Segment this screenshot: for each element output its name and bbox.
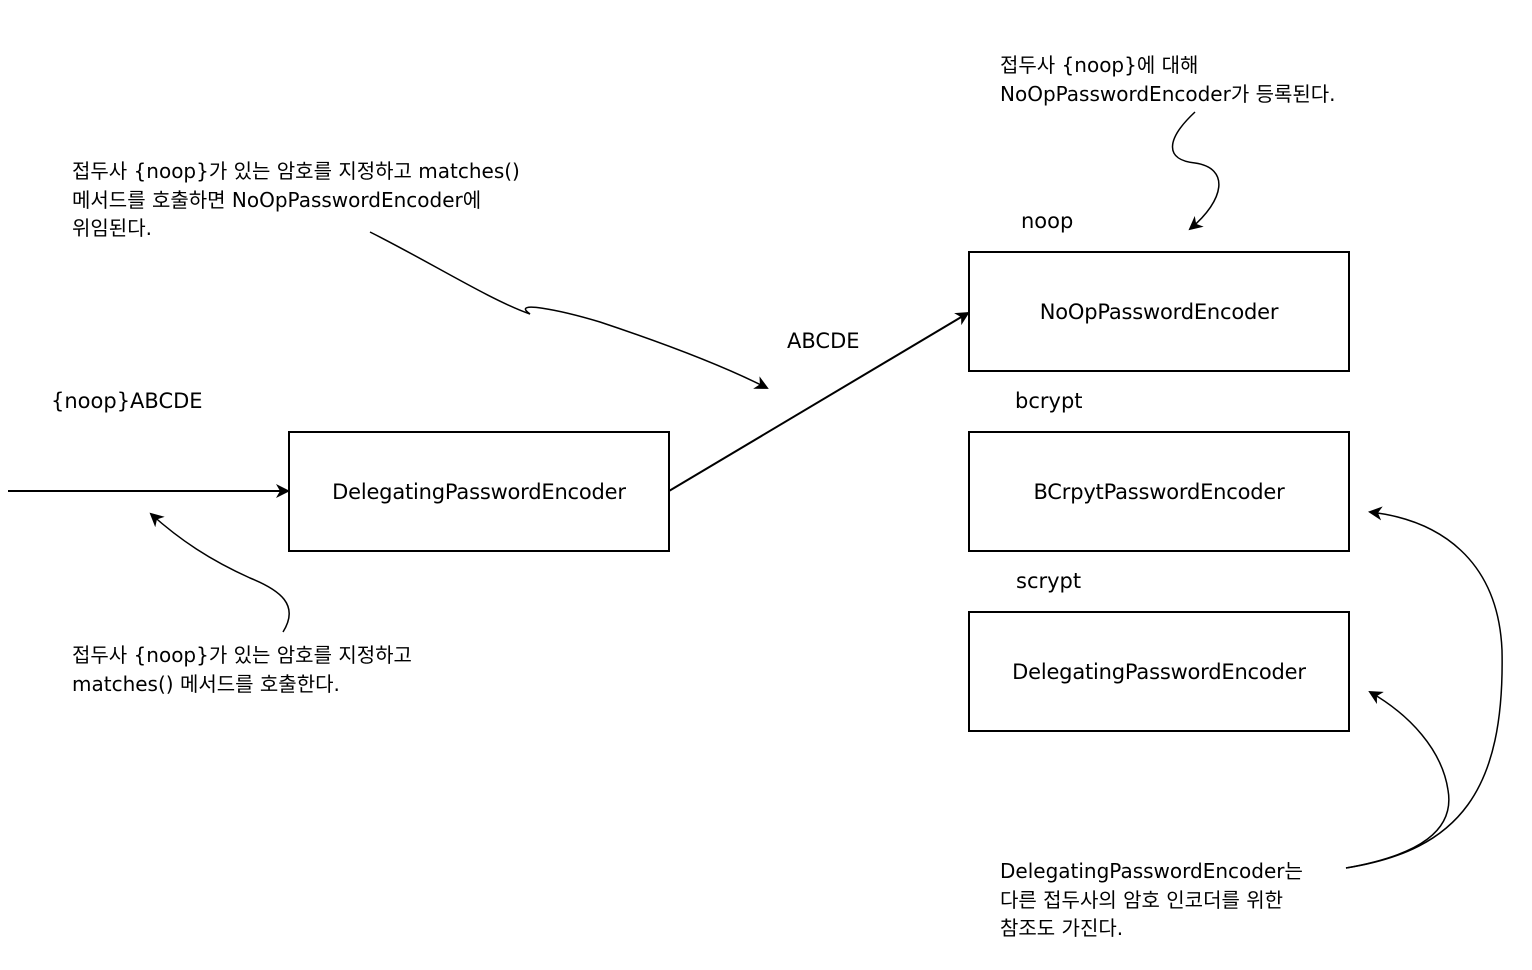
delegating-password-encoder-label: DelegatingPasswordEncoder	[332, 479, 626, 504]
call-note-curve	[149, 512, 290, 633]
input-password-label: {noop}ABCDE	[51, 389, 203, 413]
scrypt-password-encoder-box: DelegatingPasswordEncoder	[968, 611, 1350, 732]
delegated-note-curve	[369, 231, 769, 389]
references-note-curve-scrypt	[1345, 691, 1450, 869]
registered-note-curve	[1171, 111, 1220, 231]
bcrypt-password-encoder-label: BCrpytPasswordEncoder	[1033, 479, 1285, 504]
registered-note: 접두사 {noop}에 대해 NoOpPasswordEncoder가 등록된다…	[1000, 53, 1336, 106]
delegating-password-encoder-box: DelegatingPasswordEncoder	[288, 431, 670, 552]
bcrypt-password-encoder-box: BCrpytPasswordEncoder	[968, 431, 1350, 552]
prefix-bcrypt-label: bcrypt	[1015, 389, 1083, 413]
delegate-arrow	[668, 311, 970, 492]
stripped-password-label: ABCDE	[787, 329, 860, 353]
references-note-curve-bcrypt	[1345, 506, 1503, 869]
references-note: DelegatingPasswordEncoder는 다른 접두사의 암호 인코…	[1000, 859, 1303, 940]
noop-password-encoder-label: NoOpPasswordEncoder	[1039, 299, 1279, 324]
delegated-note: 접두사 {noop}가 있는 암호를 지정하고 matches() 메서드를 호…	[72, 159, 520, 240]
noop-password-encoder-box: NoOpPasswordEncoder	[968, 251, 1350, 372]
call-matches-note: 접두사 {noop}가 있는 암호를 지정하고 matches() 메서드를 호…	[72, 643, 412, 696]
prefix-scrypt-label: scrypt	[1016, 569, 1082, 593]
prefix-noop-label: noop	[1021, 209, 1074, 233]
scrypt-password-encoder-label: DelegatingPasswordEncoder	[1012, 659, 1306, 684]
